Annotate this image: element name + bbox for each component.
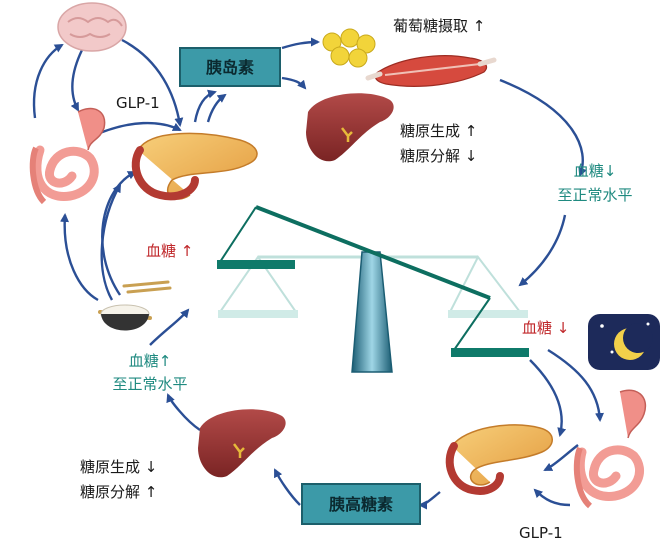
blood-glucose-high-label: 血糖 ↑	[146, 241, 193, 261]
balance-scale-icon	[217, 207, 529, 372]
insulin-box: 胰岛素	[180, 48, 280, 86]
night-moon-icon	[588, 314, 660, 370]
liver-icon	[198, 409, 286, 477]
glucagon-label: 胰高糖素	[329, 495, 393, 514]
intestine-icon	[577, 390, 646, 506]
intestine-icon	[33, 109, 105, 202]
pancreas-icon	[136, 133, 257, 199]
liver-icon	[306, 93, 394, 161]
rice-bowl-icon	[100, 282, 170, 331]
fat-cells-icon	[323, 29, 375, 67]
insulin-label: 胰岛素	[206, 58, 254, 77]
muscle-icon	[368, 56, 494, 87]
glucose-uptake-label: 葡萄糖摄取 ↑	[393, 16, 485, 36]
blood-glucose-up-label: 血糖↑	[100, 351, 200, 371]
glycogenolysis-down-label: 糖原分解 ↓	[400, 146, 477, 166]
glycogenolysis-up-label: 糖原分解 ↑	[80, 482, 157, 502]
glycogen-synthesis-up-label: 糖原生成 ↑	[400, 121, 477, 141]
to-normal-level-label: 至正常水平	[545, 185, 645, 205]
pancreas-icon	[450, 425, 553, 491]
glycogen-synthesis-down-label: 糖原生成 ↓	[80, 457, 157, 477]
glp1-bottom-label: GLP-1	[519, 523, 563, 543]
brain-icon	[58, 3, 126, 51]
blood-glucose-down-label: 血糖↓	[545, 161, 645, 181]
to-normal-level-label: 至正常水平	[100, 374, 200, 394]
blood-glucose-low-label: 血糖 ↓	[522, 318, 569, 338]
glp1-top-label: GLP-1	[116, 93, 160, 113]
glucagon-box: 胰高糖素	[302, 484, 420, 524]
